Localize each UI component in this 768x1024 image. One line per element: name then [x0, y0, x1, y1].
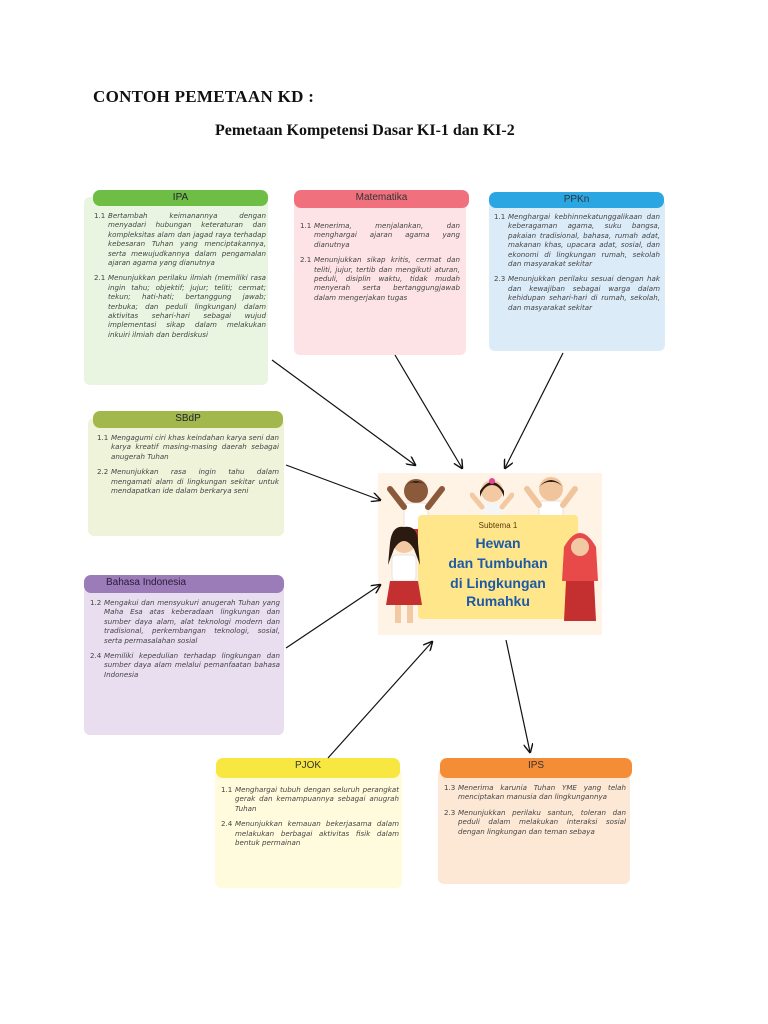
kd-number: 2.2 [97, 467, 109, 477]
kd-number: 2.4 [221, 819, 233, 829]
matematika-header: Matematika [294, 190, 469, 208]
kd-text: Menghargai tubuh dengan seluruh perangka… [235, 785, 399, 813]
matematika-card [294, 198, 466, 355]
subtema-label: Subtema 1 [478, 521, 518, 530]
kd-text: Mengagumi ciri khas keindahan karya seni… [111, 433, 279, 461]
arrow-from-ipa [271, 359, 415, 465]
theme-title-line-4: Rumahku [466, 593, 530, 609]
kd-text: Menunjukkan sikap kritis, cermat dan tel… [314, 255, 460, 302]
kd-number: 1.1 [300, 221, 312, 230]
subtema-banner: Subtema 1 Hewan dan Tumbuhan di Lingkung… [418, 515, 578, 619]
kd-number: 1.1 [97, 433, 109, 442]
arrow-to-pjok [327, 642, 432, 759]
kd-text: Menunjukkan perilaku sesuai dengan hak d… [508, 274, 660, 312]
theme-title-line-2: dan Tumbuhan [448, 555, 548, 571]
kd-text: Menunjukkan kemauan bekerjasama dalam me… [235, 819, 399, 848]
kd-number: 1.2 [90, 598, 102, 607]
page-title: CONTOH PEMETAAN KD : [93, 87, 315, 106]
arrow-to-ips [505, 639, 530, 752]
kd-text: Menunjukkan rasa ingin tahu dalam mengam… [111, 467, 279, 496]
kd-text: Menerima karunia Tuhan YME yang telah me… [458, 783, 626, 802]
theme-title-line-1: Hewan [475, 535, 521, 551]
theme-title-line-3: di Lingkungan [450, 575, 546, 591]
ipa-card [84, 197, 268, 385]
sbdp-header: SBdP [93, 411, 283, 428]
subtema-illustration: Subtema 1 Hewan dan Tumbuhan di Lingkung… [378, 473, 602, 635]
kd-number: 2.1 [94, 273, 106, 283]
kd-number: 1.1 [94, 211, 106, 220]
arrow-from-bahasa-indonesia [285, 585, 380, 649]
ppkn-card [489, 198, 665, 351]
sbdp-card [88, 418, 284, 536]
ipa-header: IPA [93, 190, 268, 206]
ips-card [438, 768, 630, 884]
kd-text: Mengakui dan mensyukuri anugerah Tuhan y… [104, 598, 280, 645]
child-girl-left-illustration [386, 526, 422, 623]
page-subtitle: Pemetaan Kompetensi Dasar KI-1 dan KI-2 [215, 122, 515, 139]
kd-text: Menunjukkan perilaku santun, toleran dan… [458, 807, 626, 836]
kd-number: 2.4 [90, 651, 102, 661]
kd-number: 2.1 [300, 255, 312, 265]
kd-text: Memiliki kepedulian terhadap lingkungan … [104, 651, 280, 679]
kd-text: Menunjukkan perilaku ilmiah (memiliki ra… [108, 273, 266, 339]
kd-number: 1.1 [494, 212, 506, 221]
child-girl-hijab-illustration [562, 533, 598, 621]
arrow-from-matematika [394, 354, 462, 468]
ips-header: IPS [440, 758, 632, 778]
bahasa-indonesia-header: Bahasa Indonesia [84, 575, 284, 593]
kd-number: 2.3 [494, 274, 506, 284]
ppkn-header: PPKn [489, 192, 664, 208]
kd-number: 1.3 [444, 783, 456, 792]
bahasa-indonesia-card [84, 585, 284, 735]
kd-text: Menghargai kebhinnekatunggalikaan dan ke… [508, 212, 660, 269]
kd-number: 1.1 [221, 785, 233, 794]
arrow-from-sbdp [285, 464, 380, 500]
pjok-card [215, 768, 402, 888]
kd-text: Menerima, menjalankan, dan menghargai aj… [314, 221, 460, 249]
kd-number: 2.3 [444, 807, 456, 817]
kd-text: Bertambah keimanannya dengan menyadari h… [108, 211, 266, 268]
pjok-header: PJOK [216, 758, 400, 778]
arrow-from-ppkn [505, 352, 564, 468]
